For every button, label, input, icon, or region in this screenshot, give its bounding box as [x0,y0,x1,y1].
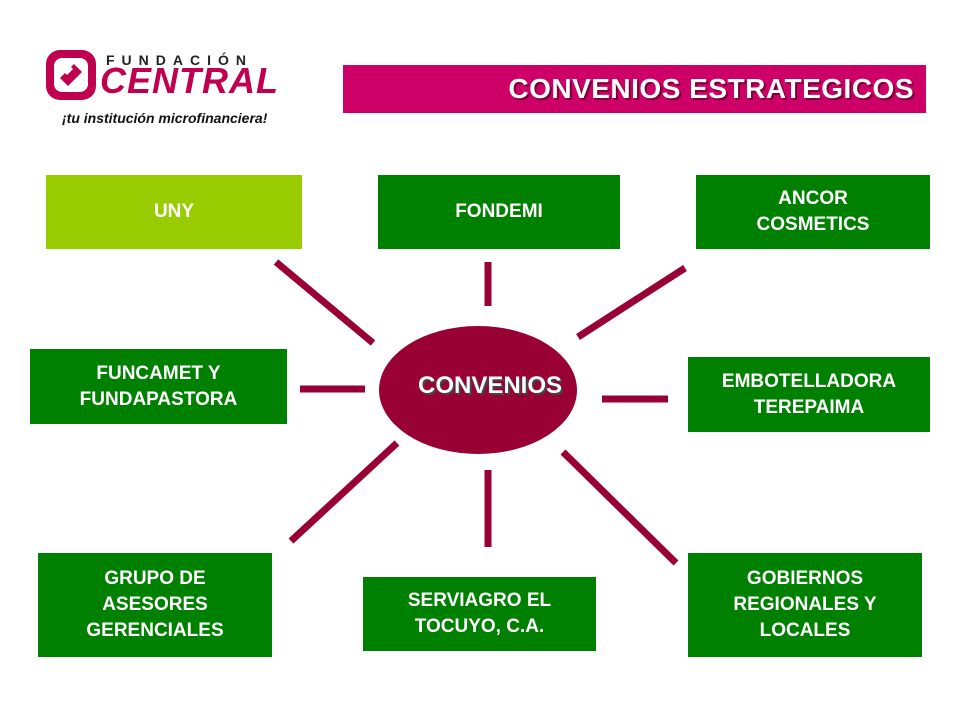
partner-box-serviagro: SERVIAGRO EL TOCUYO, C.A. [363,577,596,651]
partner-box-grupo: GRUPO DE ASESORES GERENCIALES [38,553,272,657]
connector-grupo [288,440,400,544]
connector-gobiernos [560,449,679,566]
partner-box-funcamet: FUNCAMET Y FUNDAPASTORA [30,349,287,424]
partner-box-ancor: ANCOR COSMETICS [696,175,930,249]
logo-main-text: CENTRAL [100,60,279,101]
page-title: CONVENIOS ESTRATEGICOS [508,73,914,104]
partner-box-gobiernos: GOBIERNOS REGIONALES Y LOCALES [688,553,922,657]
logo-top-text: FUNDACIÓN [106,52,253,68]
center-ellipse [379,326,577,454]
connector-ancor [576,265,687,340]
title-bar: CONVENIOS ESTRATEGICOS [343,65,926,113]
center-label: CONVENIOS [417,372,563,399]
partner-box-uny: UNY [46,175,302,249]
fundacion-central-logo-icon [46,50,96,100]
fundacion-central-logo: FUNDACIÓN CENTRAL ¡tu institución microf… [44,44,314,134]
connector-uny [273,259,376,346]
partner-box-embotelladora: EMBOTELLADORA TEREPAIMA [688,357,930,432]
partner-box-fondemi: FONDEMI [378,175,620,249]
logo-tagline: ¡tu institución microfinanciera! [62,110,268,126]
